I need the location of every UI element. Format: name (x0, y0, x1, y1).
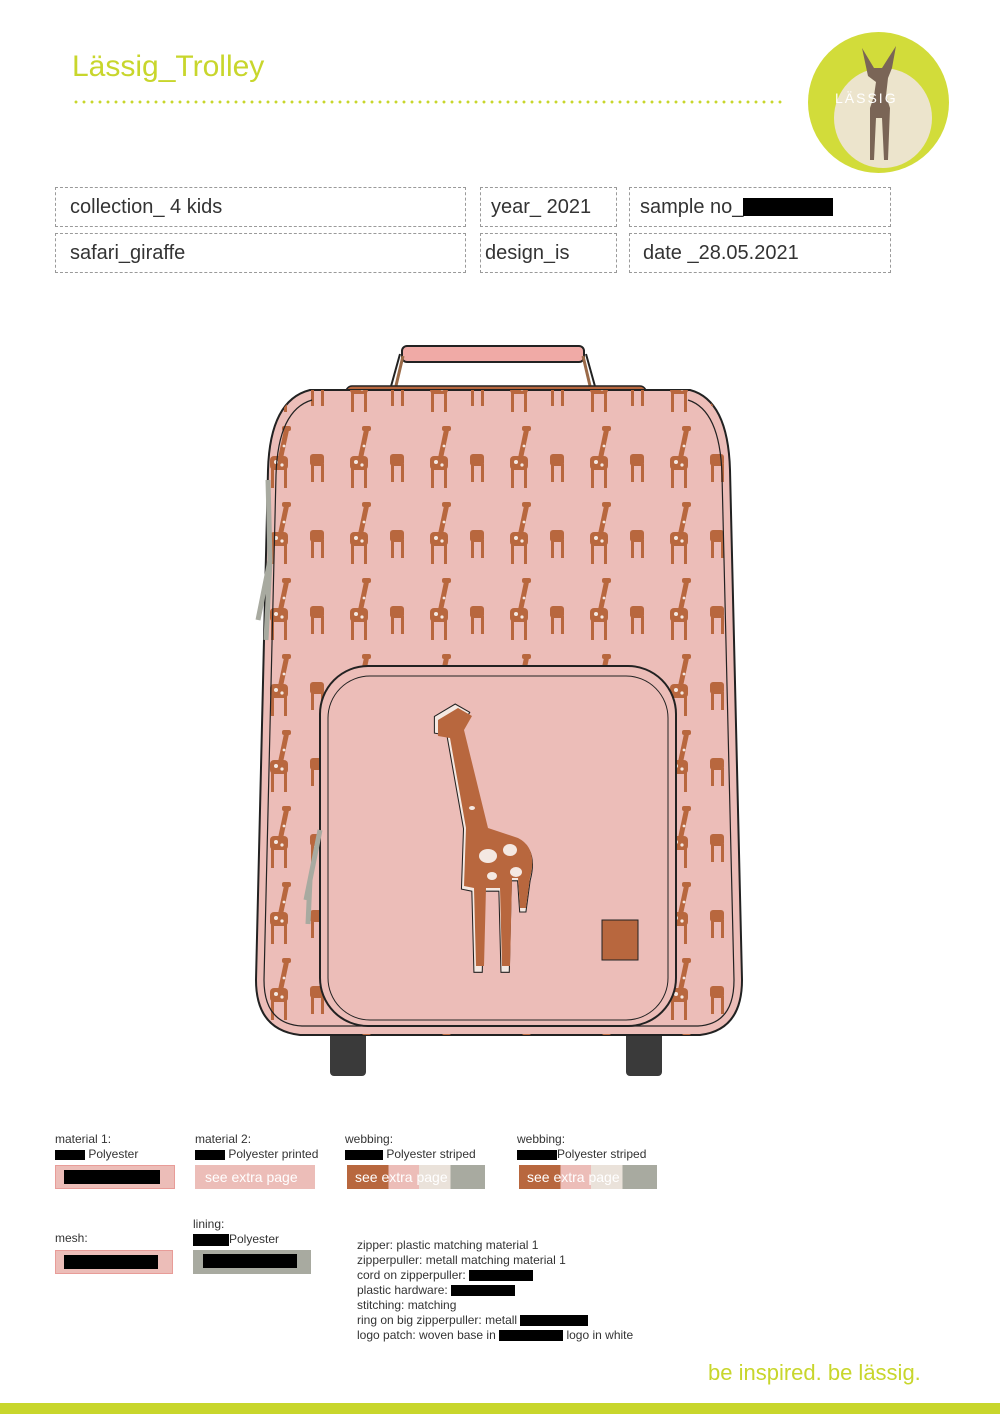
material-2-label: material 2: Polyester printed (195, 1132, 319, 1161)
webbing-1-desc: Polyester striped (383, 1147, 476, 1161)
collection-text: collection_ 4 kids (70, 195, 223, 218)
redaction-block (64, 1255, 158, 1269)
redaction-block (743, 198, 834, 216)
right-wheel (626, 1030, 662, 1076)
redaction-block (517, 1149, 557, 1160)
tagline: be inspired. be lässig. (708, 1360, 921, 1385)
handle-bar (401, 345, 585, 363)
material-2-desc: Polyester printed (225, 1147, 319, 1161)
handle-frame (389, 353, 597, 391)
spec-logo-patch: logo patch: woven base in logo in white (357, 1328, 634, 1342)
material-2-swatch: see extra page (195, 1165, 315, 1189)
trolley-illustration (254, 345, 744, 1076)
design-field: safari_giraffe (55, 233, 466, 273)
page-title: Lässig_Trolley (72, 50, 265, 83)
front-pocket-inner (327, 675, 669, 1021)
material-1-label: material 1: Polyester (55, 1132, 139, 1161)
sample-field: sample no_ (629, 187, 891, 227)
material-2-swatch-text: see extra page (205, 1169, 298, 1185)
year-field: year_ 2021 (480, 187, 617, 227)
spec-hardware: plastic hardware: (357, 1283, 633, 1298)
webbing-2-swatch: see extra page (519, 1165, 657, 1189)
spec-stitching: stitching: matching (357, 1298, 457, 1312)
big-giraffe (433, 703, 533, 973)
pocket-zipper-puller (303, 829, 323, 925)
footer-bar (0, 1403, 1000, 1414)
webbing-2-label: webbing:Polyester striped (517, 1132, 647, 1161)
logo-wordmark: LÄSSIG (835, 90, 898, 106)
fawn-icon (862, 46, 896, 160)
designer-text: design_is (485, 241, 570, 264)
webbing-1-swatch: see extra page (347, 1165, 485, 1189)
redaction-block (345, 1149, 383, 1160)
webbing-1-swatch-text: see extra page (355, 1169, 448, 1185)
spec-zipperpuller: zipperpuller: metall matching material 1 (357, 1253, 566, 1267)
spec-zipper: zipper: plastic matching material 1 (357, 1238, 539, 1252)
webbing-2-swatch-text: see extra page (527, 1169, 620, 1185)
redaction-block (55, 1149, 85, 1160)
material-1-swatch (55, 1165, 175, 1189)
left-wheel (330, 1030, 366, 1076)
spec-list: zipper: plastic matching material 1 zipp… (357, 1238, 633, 1343)
design-text: safari_giraffe (70, 241, 186, 264)
redaction-block (469, 1270, 534, 1282)
mesh-label: mesh: (55, 1231, 88, 1245)
spec-ring: ring on big zipperpuller: metall (357, 1313, 633, 1328)
webbing-1-label: webbing: Polyester striped (345, 1132, 476, 1161)
designer-field: design_is (480, 233, 617, 273)
side-zipper-puller (255, 479, 273, 641)
year-text: year_ 2021 (491, 195, 592, 218)
redaction-block (203, 1254, 297, 1268)
date-field: date _28.05.2021 (629, 233, 891, 273)
redaction-block (64, 1170, 160, 1184)
redaction-block (193, 1233, 229, 1246)
logo-patch (601, 919, 639, 961)
sample-text: sample no_ (640, 195, 744, 218)
date-text: date _28.05.2021 (643, 241, 799, 264)
redaction-block (499, 1330, 564, 1342)
lining-desc: Polyester (229, 1232, 280, 1246)
collection-field: collection_ 4 kids (55, 187, 466, 227)
spec-cord: cord on zipperpuller: (357, 1268, 633, 1283)
lassig-logo: LÄSSIG (808, 32, 949, 173)
redaction-block (451, 1285, 516, 1297)
material-1-desc: Polyester (85, 1147, 139, 1161)
lining-label: lining:Polyester (193, 1217, 280, 1246)
webbing-2-desc: Polyester striped (557, 1147, 647, 1161)
mesh-swatch (55, 1250, 173, 1274)
handle-frame-inner (393, 355, 593, 391)
redaction-block (195, 1149, 225, 1160)
lining-swatch (193, 1250, 311, 1274)
redaction-block (520, 1315, 589, 1327)
dotted-divider (72, 100, 782, 104)
